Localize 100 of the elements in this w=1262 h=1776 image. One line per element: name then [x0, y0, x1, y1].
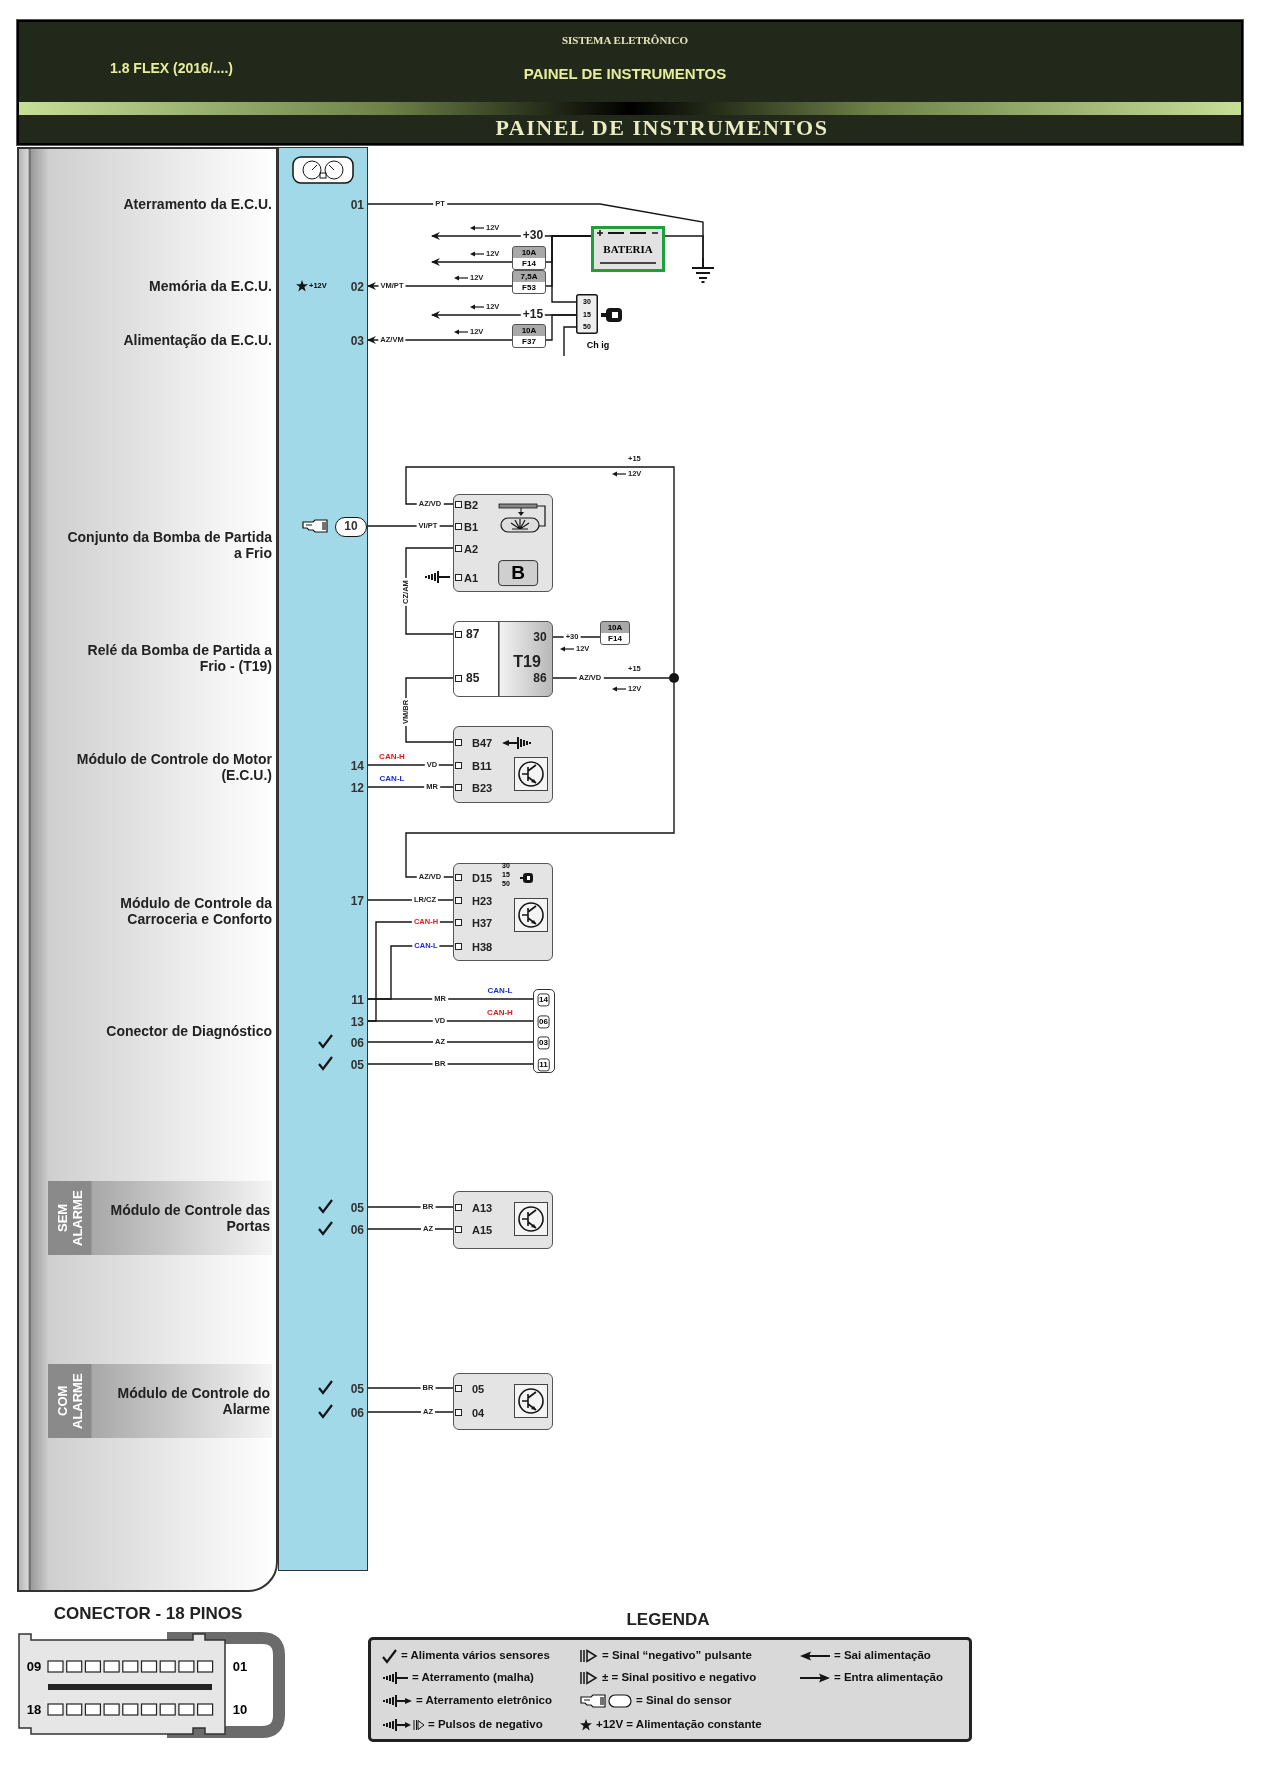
pin-label: 03 [537, 1036, 550, 1050]
fuse [600, 621, 630, 645]
pin-label: 05 [472, 1382, 485, 1396]
pin-number: 14 [339, 758, 369, 774]
pin-number: 05 [339, 1057, 369, 1073]
legend-text: = Entra alimentação [834, 1671, 943, 1685]
pin-label: 87 [466, 628, 480, 642]
legend-title: LEGENDA [626, 1610, 710, 1630]
description-text: Memória da E.C.U. [148, 277, 272, 295]
fuse-label: F14 [608, 634, 622, 644]
pin-label: 06 [537, 1014, 550, 1029]
pin-number: 09 [26, 1659, 42, 1675]
pin-number: 10 [232, 1702, 248, 1718]
fuse [512, 246, 546, 270]
module-description: Módulo de Controle do Alarme [116, 1384, 270, 1418]
pin-label: B23 [472, 781, 493, 795]
pin-number: 18 [26, 1702, 42, 1718]
header-text: PAINEL DE INSTRUMENTOS [523, 65, 727, 83]
module-box [453, 1373, 553, 1430]
pin-label: A2 [464, 542, 479, 556]
wire [367, 764, 454, 766]
ground-symbol [690, 258, 716, 284]
pin-number: 12 [339, 780, 369, 796]
fuse-rating: 7,5A [520, 272, 538, 282]
legend-text: = Alimenta vários sensores [401, 1649, 550, 1663]
pin-label: A1 [464, 571, 479, 585]
legend-text: = Sai alimentação [834, 1649, 931, 1663]
pin-label: 11 [537, 1057, 550, 1072]
signal-label: CAN-H [379, 752, 405, 762]
pin-number: 06 [339, 1222, 369, 1238]
module-box [453, 863, 553, 961]
description-text: Aterramento da E.C.U. [122, 195, 272, 213]
connector-title: CONECTOR - 18 PINOS [53, 1604, 243, 1624]
legend-text: = Aterramento (malha) [412, 1671, 534, 1685]
connector-strip [278, 147, 368, 1571]
legend-text: = Sinal “negativo” pulsante [602, 1649, 752, 1663]
header-text: SISTEMA ELETRÔNICO [561, 33, 689, 47]
relay-box [453, 621, 553, 697]
fuse [512, 270, 546, 294]
pin-label: B11 [472, 759, 492, 773]
pin-label: A13 [472, 1201, 493, 1215]
pin-label: H37 [472, 916, 493, 930]
band-title: SEM ALARME [54, 1189, 86, 1248]
module-box [453, 494, 553, 592]
battery-symbol [591, 226, 665, 272]
signal-label: CAN-L [487, 986, 513, 996]
description-text: Alimentação da E.C.U. [122, 331, 272, 349]
pin-number: 06 [339, 1035, 369, 1051]
description-text: Conector de Diagnóstico [105, 1022, 272, 1040]
pin-label: B2 [464, 498, 479, 512]
fuse-label: F53 [522, 283, 536, 293]
pin-label: 30 [533, 631, 547, 645]
description-text: Módulo de Controle do Motor (E.C.U.) [75, 750, 272, 784]
pin-number: 17 [339, 893, 369, 909]
wire [367, 786, 454, 788]
fuse-label: F37 [522, 337, 536, 347]
wire [367, 1020, 534, 1022]
pin-label: 04 [472, 1406, 485, 1420]
wire [367, 1411, 454, 1413]
fuse-rating: 10A [607, 623, 623, 633]
pin-label: T19 [513, 652, 541, 672]
wire [367, 1063, 534, 1065]
pin-label: 85 [466, 672, 480, 686]
wire [367, 1041, 534, 1043]
pin-number: 01 [232, 1659, 248, 1675]
pin-label: H23 [472, 894, 493, 908]
title: PAINEL DE INSTRUMENTOS [495, 115, 829, 141]
pin-number: 02 [339, 279, 369, 295]
fuse-label: F14 [522, 259, 536, 269]
pin-number: 05 [339, 1200, 369, 1216]
pin-number: 05 [339, 1381, 369, 1397]
wire [545, 314, 577, 341]
pump-symbol: B [498, 560, 538, 586]
fuse-rating: 10A [521, 326, 537, 336]
pin-number: 13 [339, 1014, 369, 1030]
description-text: Módulo de Controle da Carroceria e Conforto [119, 894, 272, 928]
description-text: Relé da Bomba de Partida a Frio - (T19) [86, 641, 272, 675]
junction-dot [669, 673, 679, 683]
wire [551, 235, 592, 303]
wire [405, 466, 675, 674]
pin-number: 11 [339, 992, 369, 1008]
signal-label: CAN-H [487, 1008, 513, 1018]
section-band [48, 1181, 272, 1255]
legend-text: = Sinal do sensor [636, 1694, 732, 1708]
wire [563, 326, 577, 357]
wire [367, 336, 513, 344]
fuse [512, 324, 546, 348]
module-box [453, 1191, 553, 1249]
switch-label: Ch ig [586, 339, 610, 351]
legend-text: = Aterramento eletrônico [416, 1694, 552, 1708]
wire [367, 1228, 454, 1230]
battery-label: BATERIA [603, 242, 653, 256]
ignition-switch [576, 294, 624, 352]
band-title: COM ALARME [54, 1372, 86, 1431]
legend-text: = Pulsos de negativo [428, 1718, 543, 1732]
signal-label: CAN-L [379, 774, 405, 784]
pin-number: 03 [339, 333, 369, 349]
section-band [48, 1364, 272, 1438]
pin-label: H38 [472, 940, 493, 954]
pin-number: 10 [335, 517, 367, 537]
